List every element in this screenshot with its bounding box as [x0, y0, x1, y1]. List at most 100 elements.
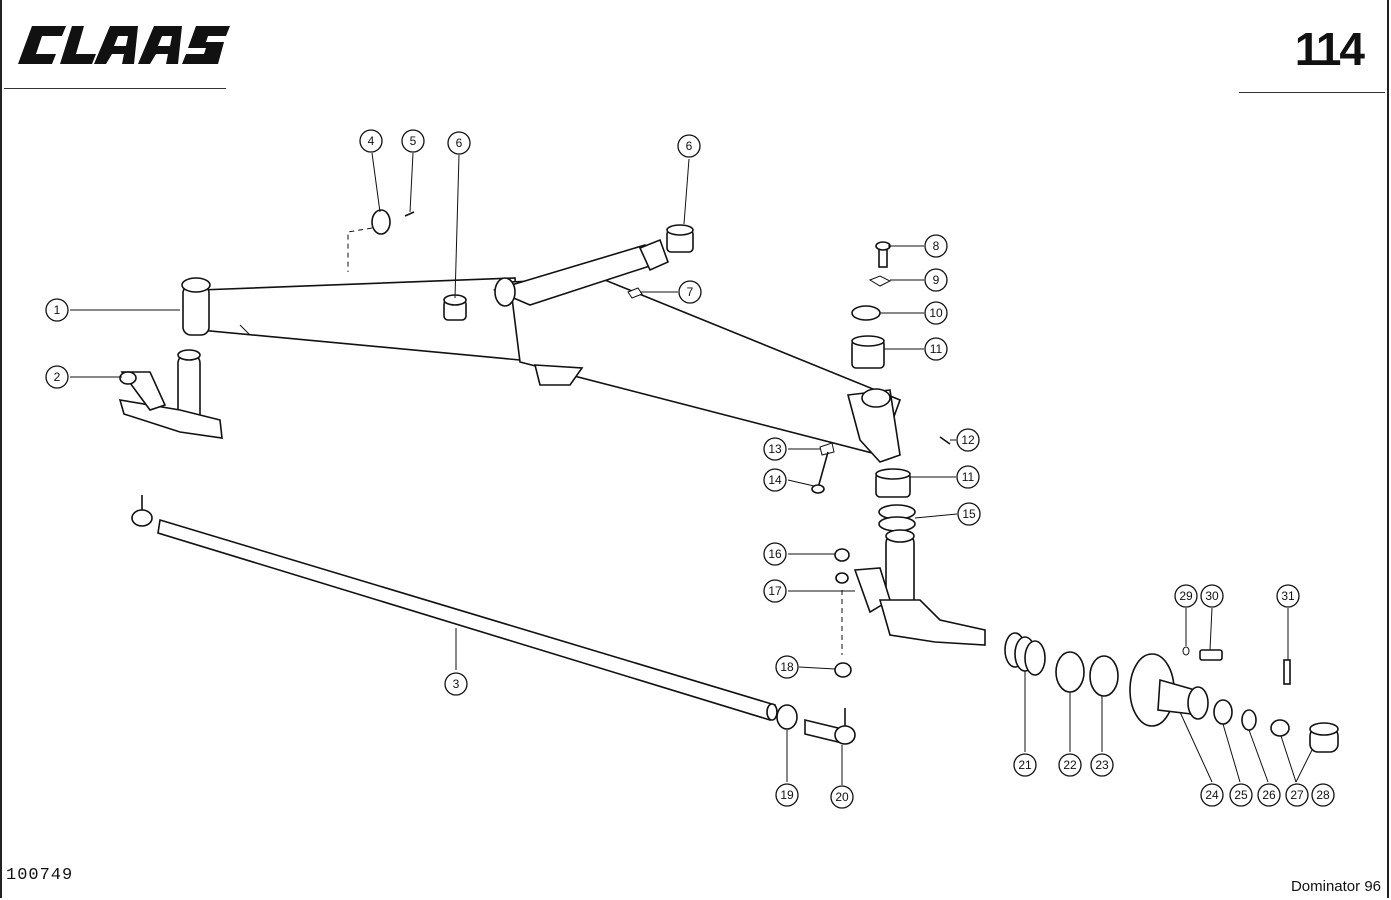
svg-text:17: 17 — [768, 584, 782, 598]
left-steering-knuckle — [118, 349, 223, 439]
bolt-8-head — [875, 241, 891, 251]
bushing-11-lower-top — [875, 468, 911, 480]
front-axle-beam — [181, 238, 902, 463]
header-rule-left — [4, 88, 226, 89]
svg-text:9: 9 — [933, 273, 940, 287]
callout: 23 — [1090, 753, 1114, 777]
callout: 28 — [1311, 783, 1335, 807]
svg-text:30: 30 — [1205, 589, 1219, 603]
svg-text:15: 15 — [962, 507, 976, 521]
svg-text:3: 3 — [453, 677, 460, 691]
svg-text:18: 18 — [780, 660, 794, 674]
svg-text:29: 29 — [1179, 589, 1193, 603]
callout: 24 — [1200, 783, 1224, 807]
leader-lines — [70, 152, 1313, 785]
header-rule-right — [1239, 92, 1385, 93]
model-name: Dominator 96 — [1290, 878, 1381, 895]
svg-text:11: 11 — [962, 470, 975, 484]
cap-10 — [851, 305, 881, 321]
nut-19 — [776, 704, 798, 730]
shim-15b — [878, 516, 916, 532]
svg-text:22: 22 — [1063, 758, 1077, 772]
callout: 22 — [1058, 753, 1082, 777]
callout: 9 — [924, 268, 948, 292]
svg-text:28: 28 — [1316, 788, 1330, 802]
callout: 4 — [359, 129, 383, 153]
callout: 3 — [444, 672, 468, 696]
svg-text:20: 20 — [835, 790, 849, 804]
callout: 2 — [45, 365, 69, 389]
svg-text:5: 5 — [410, 134, 417, 148]
svg-text:11: 11 — [930, 342, 943, 356]
svg-text:2: 2 — [54, 370, 61, 384]
callout: 21 — [1013, 753, 1037, 777]
svg-text:16: 16 — [768, 547, 782, 561]
svg-text:19: 19 — [780, 788, 794, 802]
callout: 11 — [956, 465, 980, 489]
callout: 15 — [957, 502, 981, 526]
callout: 26 — [1257, 783, 1281, 807]
right-steering-knuckle — [853, 529, 986, 646]
svg-text:7: 7 — [687, 285, 694, 299]
claas-logo — [18, 26, 230, 64]
svg-text:4: 4 — [368, 134, 375, 148]
cover-disc — [371, 209, 391, 235]
svg-text:25: 25 — [1234, 788, 1248, 802]
callout: 12 — [956, 428, 980, 452]
callout: 27 — [1285, 783, 1309, 807]
callout: 8 — [924, 234, 948, 258]
callout: 18 — [775, 655, 799, 679]
bushing-right — [666, 224, 694, 253]
svg-text:8: 8 — [933, 239, 940, 253]
callout: 19 — [775, 783, 799, 807]
bushing-left — [443, 294, 467, 321]
callout: 29 — [1174, 584, 1198, 608]
washer-29 — [1182, 646, 1190, 656]
callout: 31 — [1276, 584, 1300, 608]
svg-text:6: 6 — [686, 139, 693, 153]
tie-rod — [131, 495, 778, 721]
callout: 20 — [830, 785, 854, 809]
svg-text:23: 23 — [1095, 758, 1109, 772]
callout: 5 — [401, 129, 425, 153]
svg-text:13: 13 — [768, 442, 782, 456]
bolt-30 — [1199, 649, 1223, 661]
svg-text:26: 26 — [1262, 788, 1276, 802]
callout: 14 — [763, 468, 787, 492]
nut-18 — [834, 662, 852, 678]
svg-text:27: 27 — [1290, 788, 1304, 802]
ball-joint-20 — [804, 708, 856, 745]
callout: 6 — [447, 131, 471, 155]
svg-text:6: 6 — [456, 136, 463, 150]
cotter-pin — [404, 211, 415, 217]
svg-text:10: 10 — [929, 306, 943, 320]
svg-text:1: 1 — [54, 303, 61, 317]
callout: 6 — [677, 134, 701, 158]
washer-17 — [835, 572, 849, 584]
document-number: 100749 — [6, 866, 74, 885]
washer-9 — [868, 275, 892, 287]
callout: 10 — [924, 301, 948, 325]
callout: 25 — [1229, 783, 1253, 807]
callout: 13 — [763, 437, 787, 461]
callout: 17 — [763, 579, 787, 603]
svg-text:24: 24 — [1205, 788, 1219, 802]
svg-text:12: 12 — [961, 433, 975, 447]
nut-13 — [819, 442, 835, 456]
bolt-14 — [817, 451, 829, 489]
bushing-11-upper-top — [851, 335, 885, 347]
stud-31 — [1283, 659, 1291, 685]
callout: 16 — [763, 542, 787, 566]
svg-text:14: 14 — [768, 473, 782, 487]
callout: 30 — [1200, 584, 1224, 608]
page-number: 114 — [1294, 23, 1365, 75]
bolt-14-head — [811, 484, 825, 494]
nut-16 — [834, 548, 850, 562]
callout: 7 — [678, 280, 702, 304]
callout: 1 — [45, 298, 69, 322]
hub-assembly — [1004, 632, 1339, 753]
svg-text:31: 31 — [1281, 589, 1295, 603]
callout: 11 — [924, 337, 948, 361]
